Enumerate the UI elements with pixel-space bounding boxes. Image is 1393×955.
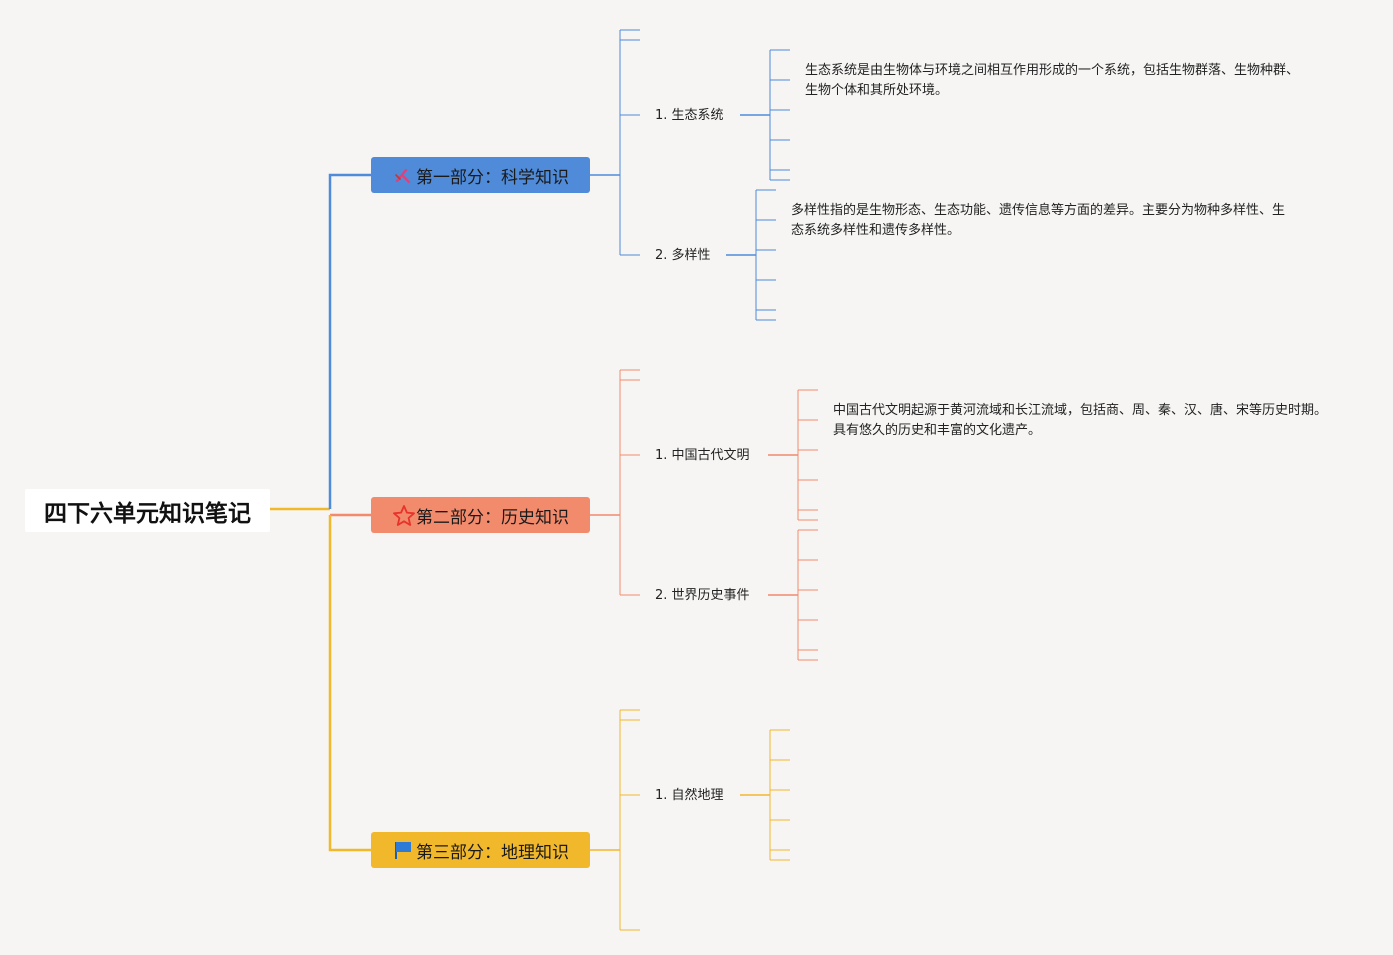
branch-science[interactable]: 第一部分：科学知识 <box>371 157 590 193</box>
branch-geography[interactable]: 第三部分：地理知识 <box>371 832 590 868</box>
trunk-science <box>328 173 371 509</box>
ecosystem-description[interactable]: 生态系统是由生物体与环境之间相互作用形成的一个系统，包括生物群落、生物种群、生物… <box>805 63 1300 98</box>
topic-diversity[interactable]: 2. 多样性 <box>655 248 711 263</box>
root-topic[interactable]: 四下六单元知识笔记 <box>25 489 270 532</box>
topic-world-history[interactable]: 2. 世界历史事件 <box>655 588 750 603</box>
topic-ecosystem[interactable]: 1. 生态系统 <box>655 108 724 123</box>
trunk-geography <box>328 515 371 852</box>
star-icon <box>392 504 415 526</box>
pencil-ruler-icon <box>392 164 414 186</box>
root-title: 四下六单元知识笔记 <box>44 500 251 527</box>
ancient-china-description[interactable]: 中国古代文明起源于黄河流域和长江流域，包括商、周、秦、汉、唐、宋等历史时期。具有… <box>833 403 1328 438</box>
flag-icon <box>392 839 414 861</box>
topic-physical-geography[interactable]: 1. 自然地理 <box>655 788 724 803</box>
branch-history[interactable]: 第二部分：历史知识 <box>371 497 590 533</box>
diversity-description[interactable]: 多样性指的是生物形态、生态功能、遗传信息等方面的差异。主要分为物种多样性、生态系… <box>791 203 1286 238</box>
branch-science-label: 第一部分：科学知识 <box>416 167 569 188</box>
branch-history-label: 第二部分：历史知识 <box>416 507 569 528</box>
topic-ancient-china[interactable]: 1. 中国古代文明 <box>655 448 750 463</box>
branch-geography-label: 第三部分：地理知识 <box>416 842 569 863</box>
